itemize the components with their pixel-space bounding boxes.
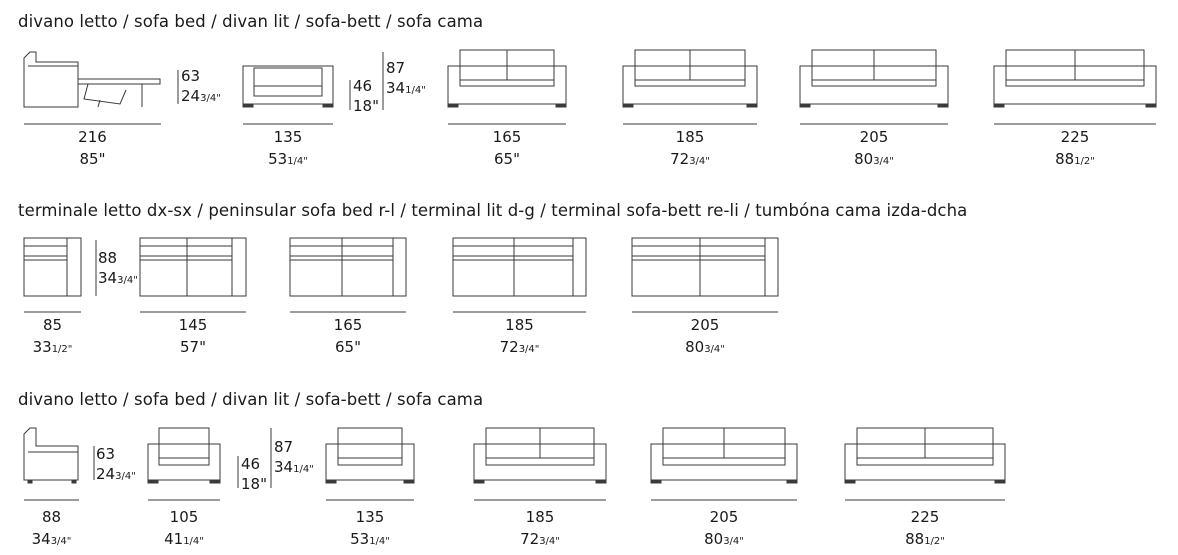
row3-dim-6: 225 881/2" <box>905 508 945 548</box>
row1-dim-4: 185 723/4" <box>670 128 710 168</box>
row3-front-185 <box>473 427 607 484</box>
row1-front-135 <box>242 65 334 108</box>
row2-terminal-185 <box>452 237 587 297</box>
row1-dim-3: 165 65" <box>492 128 522 168</box>
row1-back-height-label: 87 341/4" <box>386 59 426 97</box>
row3-side-height-label: 63 243/4" <box>96 445 136 483</box>
row2-terminal-205 <box>631 237 779 297</box>
row1-seat-height-label: 46 18" <box>353 77 379 115</box>
row3-dim-1: 88 343/4" <box>31 508 72 548</box>
row2-dim-4: 185 723/4" <box>499 316 540 356</box>
row3-dim-4: 185 723/4" <box>520 508 560 548</box>
row3-dim-2: 105 411/4" <box>164 508 204 548</box>
row2-side-height-label: 88 343/4" <box>98 249 138 287</box>
row1-front-185 <box>622 49 758 108</box>
row3-front-105 <box>147 427 221 484</box>
row1-dim-6: 225 881/2" <box>1055 128 1095 168</box>
row3-front-225 <box>844 427 1006 484</box>
row2-terminal-165 <box>289 237 407 297</box>
row3-dim-5: 205 803/4" <box>704 508 744 548</box>
row3-front-205 <box>650 427 798 484</box>
row3-front-135 <box>325 427 415 484</box>
row3-back-height-label: 87 341/4" <box>274 438 314 476</box>
row3-side-view-closed <box>23 427 79 484</box>
row2-dim-3: 165 65" <box>333 316 363 356</box>
row1-dim-2: 135 531/4" <box>268 128 308 168</box>
row1-side-height-label: 63 243/4" <box>181 67 221 105</box>
row2-dim-1: 85 331/2" <box>32 316 73 356</box>
row3-dim-3: 135 531/4" <box>350 508 390 548</box>
row3-seat-height-label: 46 18" <box>241 455 267 493</box>
row1-seat-height-ticks <box>349 52 384 110</box>
row1-front-225 <box>993 49 1157 108</box>
row2-chaise-85 <box>23 237 82 297</box>
row1-front-205 <box>799 49 949 108</box>
section-3-heading: divano letto / sofa bed / divan lit / so… <box>18 390 484 409</box>
row1-side-view-open <box>23 51 161 108</box>
section-1-heading: divano letto / sofa bed / divan lit / so… <box>18 12 484 31</box>
row3-seat-height-ticks <box>237 428 272 488</box>
section-2-heading: terminale letto dx-sx / peninsular sofa … <box>18 201 968 220</box>
row2-dim-2: 145 57" <box>178 316 208 356</box>
row1-front-165 <box>447 49 567 108</box>
row2-dim-5: 205 803/4" <box>685 316 725 356</box>
row2-terminal-145 <box>139 237 247 297</box>
row1-dim-5: 205 803/4" <box>854 128 894 168</box>
row1-dim-1: 216 85" <box>78 128 107 168</box>
